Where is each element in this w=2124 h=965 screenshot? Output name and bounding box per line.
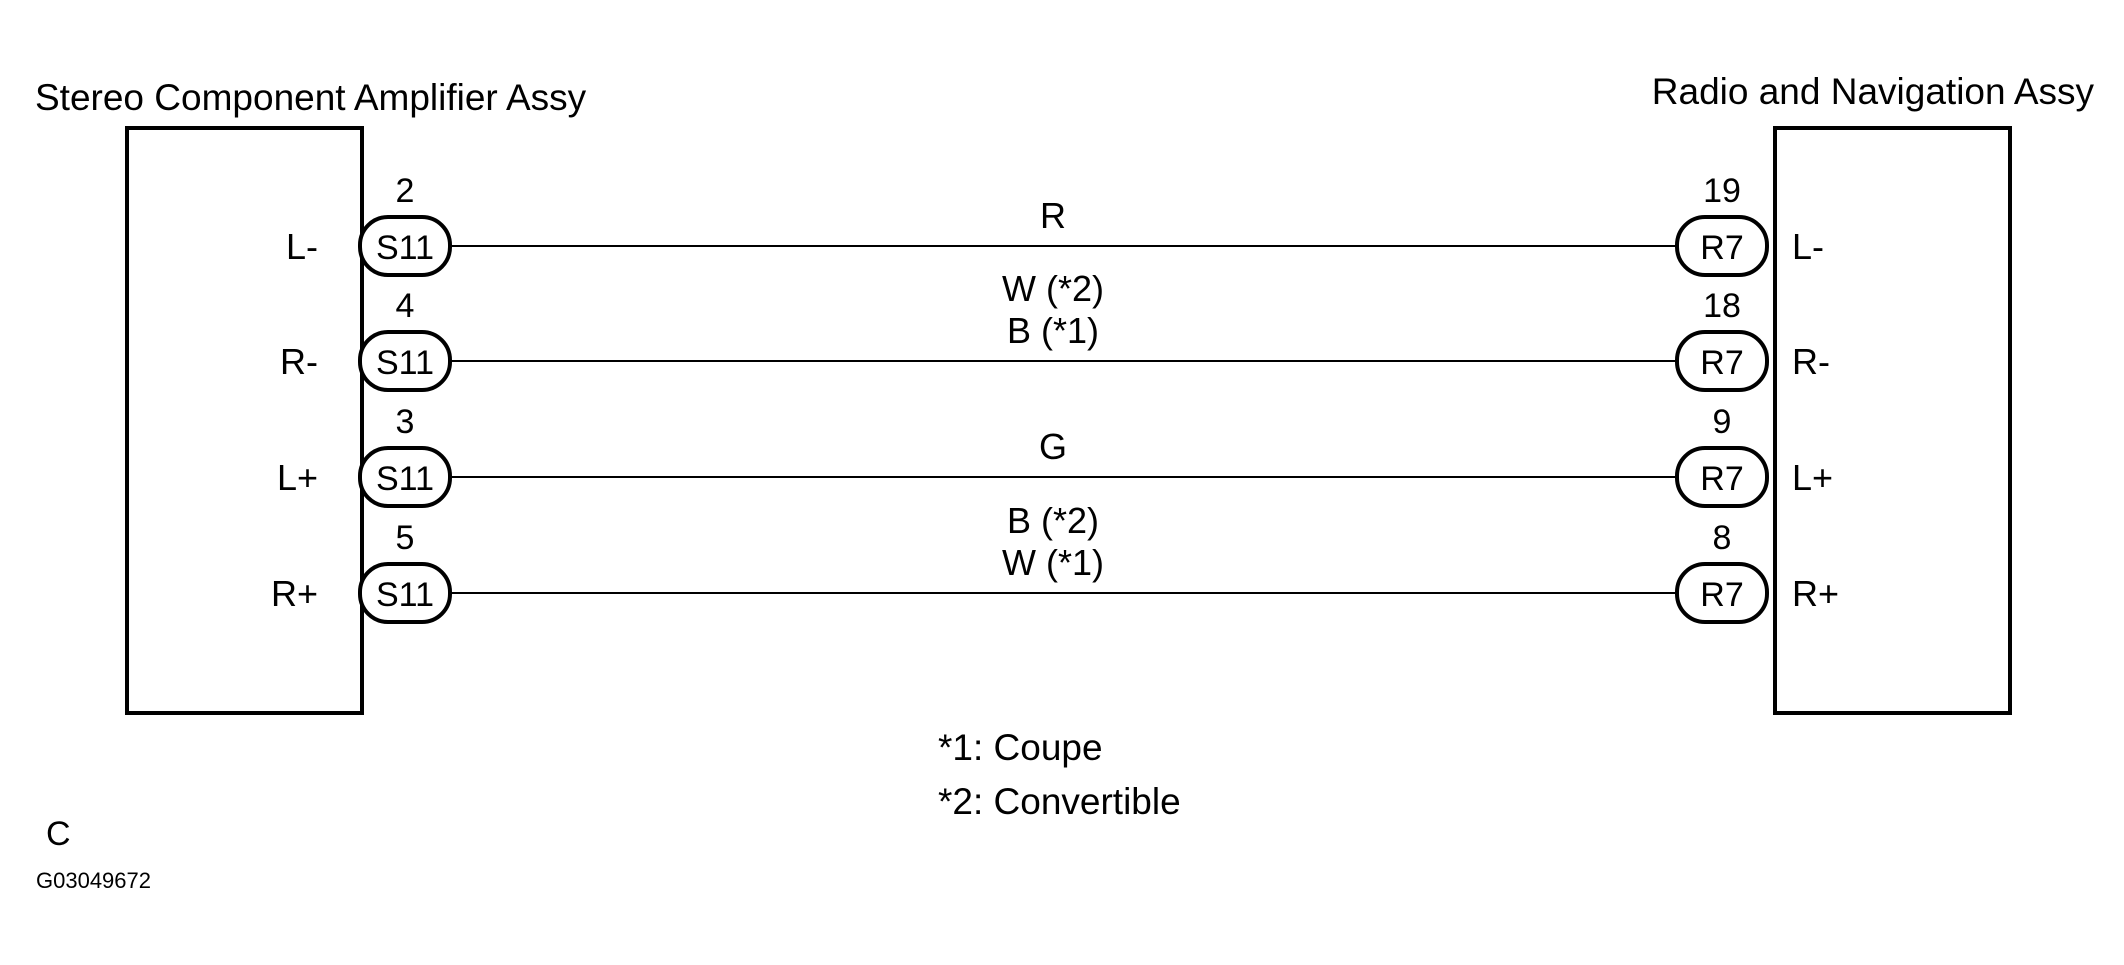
left-pin-number: 5 <box>396 519 415 557</box>
note-coupe: *1: Coupe <box>938 727 1103 768</box>
left-terminal-label: L- <box>286 226 318 267</box>
right-connector-shape <box>1675 215 1769 277</box>
figure-id: G03049672 <box>36 868 151 893</box>
left-pin-number: 2 <box>396 172 415 210</box>
wire-color-label: W (*2) <box>1002 268 1104 309</box>
right-pin-number: 8 <box>1713 519 1732 557</box>
left-connector-label: S11 <box>376 576 434 614</box>
right-connector-shape <box>1675 330 1769 392</box>
right-pin-number: 19 <box>1703 172 1741 210</box>
left-connector-shape <box>358 215 452 277</box>
left-connector-shape <box>358 446 452 508</box>
wire-row: S11 R7 5 8R+ R+ B (*2)W (*1) <box>271 500 1839 624</box>
right-terminal-label: L- <box>1792 226 1824 267</box>
left-component-box <box>125 126 364 715</box>
right-connector-shape <box>1675 446 1769 508</box>
wire-color-label: B (*2) <box>1007 500 1099 541</box>
wire-color-label: W (*1) <box>1002 542 1104 583</box>
wire-row: S11 R7 3 9L+ L+ G <box>277 403 1833 508</box>
left-terminal-label: R+ <box>271 573 318 614</box>
right-terminal-label: R+ <box>1792 573 1839 614</box>
wire-row: S11 R7 2 19L- L- R <box>286 172 1824 277</box>
right-connector-shape <box>1675 562 1769 624</box>
left-pin-number: 4 <box>396 287 415 325</box>
right-pin-number: 9 <box>1713 403 1732 441</box>
right-component-title: Radio and Navigation Assy <box>1652 71 2095 112</box>
left-connector-label: S11 <box>376 344 434 382</box>
right-connector-label: R7 <box>1700 460 1743 498</box>
left-connector-label: S11 <box>376 460 434 498</box>
wire-color-label: R <box>1040 195 1066 236</box>
note-convertible: *2: Convertible <box>938 781 1181 822</box>
left-terminal-label: R- <box>280 341 318 382</box>
right-pin-number: 18 <box>1703 287 1741 325</box>
left-terminal-label: L+ <box>277 457 318 498</box>
left-connector-shape <box>358 562 452 624</box>
right-component-box <box>1773 126 2012 715</box>
corner-letter: C <box>46 815 71 853</box>
left-pin-number: 3 <box>396 403 415 441</box>
wire-row: S11 R7 4 18R- R- W (*2)B (*1) <box>280 268 1830 392</box>
right-terminal-label: L+ <box>1792 457 1833 498</box>
left-component-title: Stereo Component Amplifier Assy <box>35 77 587 118</box>
right-terminal-label: R- <box>1792 341 1830 382</box>
right-connector-label: R7 <box>1700 229 1743 267</box>
wire-color-label: G <box>1039 426 1067 467</box>
right-connector-label: R7 <box>1700 344 1743 382</box>
left-connector-shape <box>358 330 452 392</box>
left-connector-label: S11 <box>376 229 434 267</box>
wire-color-label: B (*1) <box>1007 310 1099 351</box>
right-connector-label: R7 <box>1700 576 1743 614</box>
